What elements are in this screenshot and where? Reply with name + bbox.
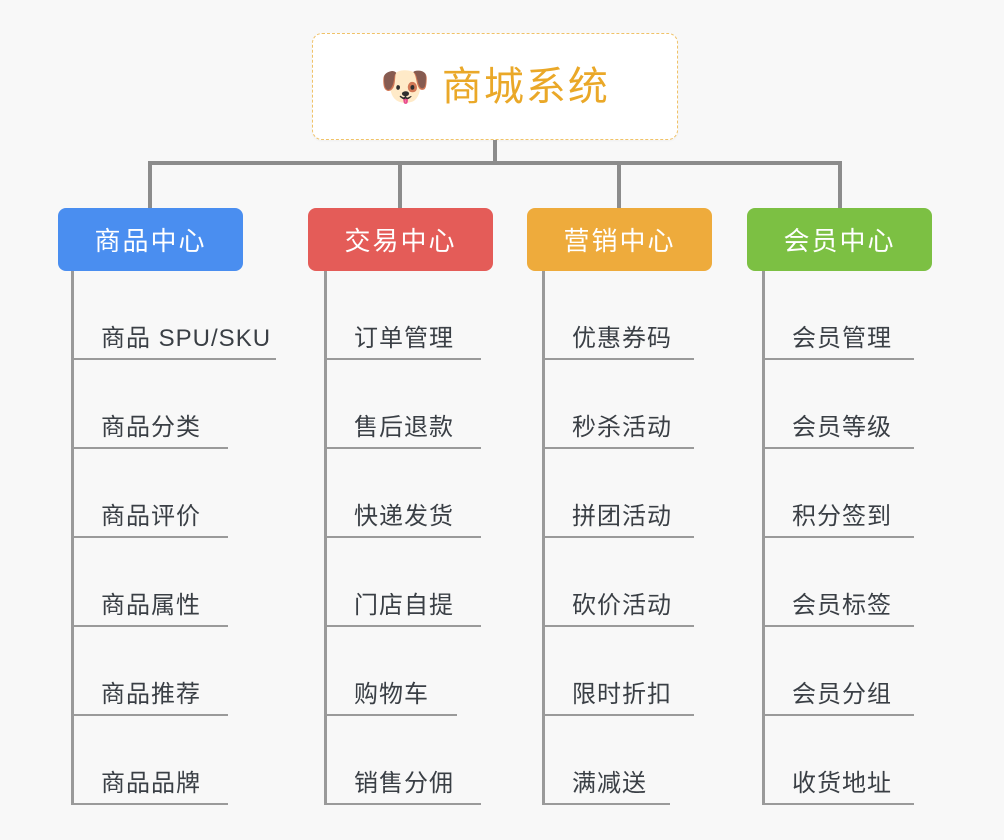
leaf-item[interactable]: 购物车 — [324, 627, 457, 716]
leaf-item[interactable]: 收货地址 — [762, 716, 914, 805]
branch-connector-2 — [398, 161, 402, 208]
leaf-item[interactable]: 商品 SPU/SKU — [71, 271, 276, 360]
leaf-item[interactable]: 售后退款 — [324, 360, 481, 449]
leaf-item-label: 商品品牌 — [101, 770, 201, 798]
leaf-item[interactable]: 商品分类 — [71, 360, 228, 449]
leaf-item-label: 收货地址 — [792, 770, 892, 798]
leaf-item[interactable]: 商品品牌 — [71, 716, 228, 805]
leaf-item[interactable]: 订单管理 — [324, 271, 481, 360]
leaf-item-label: 会员标签 — [792, 592, 892, 620]
leaf-item[interactable]: 会员分组 — [762, 627, 914, 716]
leaf-item-label: 订单管理 — [354, 325, 454, 353]
leaf-item[interactable]: 积分签到 — [762, 449, 914, 538]
shiba-dog-icon: 🐶 — [380, 64, 430, 109]
root-node-title: 商城系统 — [441, 64, 610, 109]
column-spine — [542, 271, 545, 805]
leaf-item[interactable]: 会员等级 — [762, 360, 914, 449]
leaf-item-label: 会员等级 — [792, 414, 892, 442]
leaf-item-label: 购物车 — [354, 681, 429, 709]
category-header-marketing-center[interactable]: 营销中心 — [527, 208, 712, 271]
leaf-item-label: 砍价活动 — [572, 592, 672, 620]
leaf-item-label: 满减送 — [572, 770, 647, 798]
category-header-label: 交易中心 — [344, 226, 457, 256]
leaf-item-label: 商品属性 — [101, 592, 201, 620]
leaf-item[interactable]: 会员管理 — [762, 271, 914, 360]
leaf-item-label: 会员分组 — [792, 681, 892, 709]
category-header-product-center[interactable]: 商品中心 — [58, 208, 243, 271]
category-header-trade-center[interactable]: 交易中心 — [308, 208, 493, 271]
leaf-item-label: 门店自提 — [354, 592, 454, 620]
leaf-item-label: 积分签到 — [792, 503, 892, 531]
leaf-item[interactable]: 满减送 — [542, 716, 670, 805]
branch-connector-3 — [617, 161, 621, 208]
leaf-item-label: 限时折扣 — [572, 681, 672, 709]
leaf-item-label: 商品评价 — [101, 503, 201, 531]
category-bus-connector — [148, 161, 842, 165]
branch-connector-4 — [838, 161, 842, 208]
leaf-item-label: 商品推荐 — [101, 681, 201, 709]
column-spine — [762, 271, 765, 805]
leaf-item-label: 商品分类 — [101, 414, 201, 442]
leaf-item[interactable]: 销售分佣 — [324, 716, 481, 805]
leaf-item-label: 售后退款 — [354, 414, 454, 442]
leaf-item[interactable]: 商品属性 — [71, 538, 228, 627]
leaf-item[interactable]: 快递发货 — [324, 449, 481, 538]
leaf-item-label: 快递发货 — [354, 503, 454, 531]
leaf-item[interactable]: 限时折扣 — [542, 627, 694, 716]
leaf-item[interactable]: 拼团活动 — [542, 449, 694, 538]
category-header-label: 营销中心 — [563, 226, 676, 256]
leaf-item-label: 销售分佣 — [354, 770, 454, 798]
leaf-item[interactable]: 门店自提 — [324, 538, 481, 627]
category-header-label: 会员中心 — [783, 226, 896, 256]
root-node-mall-system[interactable]: 🐶 商城系统 — [312, 33, 678, 140]
column-spine — [71, 271, 74, 805]
leaf-item[interactable]: 商品推荐 — [71, 627, 228, 716]
leaf-item-label: 商品 SPU/SKU — [101, 325, 272, 353]
branch-connector-1 — [148, 161, 152, 208]
leaf-item[interactable]: 优惠券码 — [542, 271, 694, 360]
leaf-item[interactable]: 砍价活动 — [542, 538, 694, 627]
leaf-item[interactable]: 秒杀活动 — [542, 360, 694, 449]
root-drop-connector — [493, 140, 497, 165]
leaf-item[interactable]: 会员标签 — [762, 538, 914, 627]
leaf-item-label: 秒杀活动 — [572, 414, 672, 442]
leaf-item-label: 会员管理 — [792, 325, 892, 353]
category-header-member-center[interactable]: 会员中心 — [747, 208, 932, 271]
leaf-item-label: 拼团活动 — [572, 503, 672, 531]
column-spine — [324, 271, 327, 805]
leaf-item-label: 优惠券码 — [572, 325, 672, 353]
leaf-item[interactable]: 商品评价 — [71, 449, 228, 538]
category-header-label: 商品中心 — [94, 226, 207, 256]
